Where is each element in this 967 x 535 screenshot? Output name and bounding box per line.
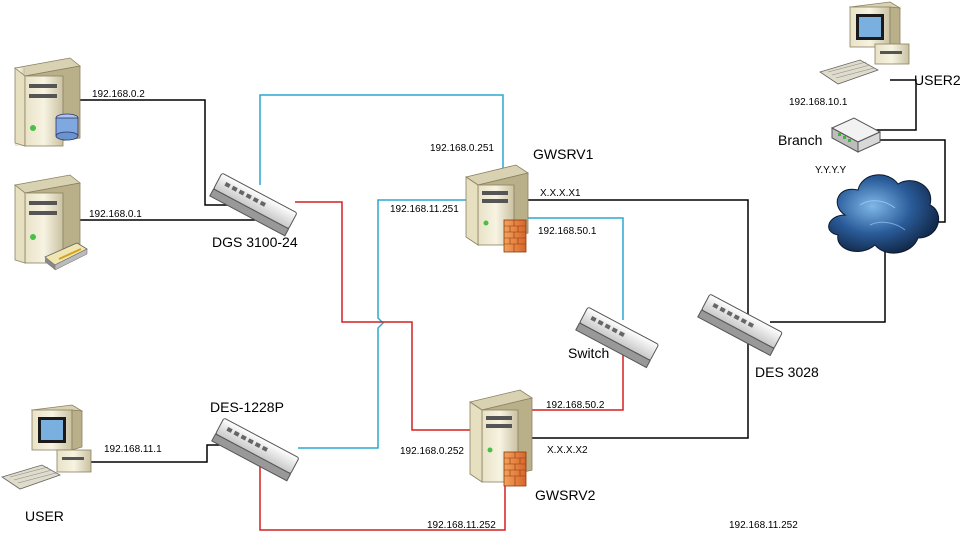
device-labels: DGS 3100-24 DES-1228P GWSRV1 GWSRV2 Swit… xyxy=(25,72,961,524)
links xyxy=(55,79,946,531)
workstation-icon[interactable] xyxy=(819,1,910,85)
print-server-icon[interactable] xyxy=(14,174,88,271)
ip-label: 192.168.0.252 xyxy=(400,446,464,457)
ip-label: 192.168.0.2 xyxy=(92,89,145,100)
link-des1228-gwsrv2 xyxy=(259,460,506,531)
link-dgs-gwsrv1 xyxy=(259,94,504,185)
ip-label: X.X.X.X1 xyxy=(540,188,581,199)
link-des3028-cloud xyxy=(770,252,886,323)
user2-label: USER2 xyxy=(914,72,961,88)
ip-label: 192.168.11.1 xyxy=(104,444,162,455)
link-branch-user2 xyxy=(855,79,917,131)
link-gwsrv2-des3028 xyxy=(520,340,749,439)
link-gwsrv1-switch xyxy=(505,217,624,320)
ip-label: X.X.X.X2 xyxy=(547,445,588,456)
firewall-server-icon[interactable] xyxy=(465,164,529,253)
ip-label: 192.168.11.252 xyxy=(427,520,496,531)
ip-labels: 192.168.0.2 192.168.0.1 192.168.0.251 19… xyxy=(89,89,848,531)
ip-label: 192.168.11.252 xyxy=(729,520,798,531)
des1228-label: DES-1228P xyxy=(210,399,284,415)
database-server-icon[interactable] xyxy=(14,57,81,147)
link-dgs-gwsrv2 xyxy=(295,201,478,431)
dgs-label: DGS 3100-24 xyxy=(212,234,298,250)
switch-icon[interactable] xyxy=(211,418,299,482)
internet-cloud-icon[interactable] xyxy=(828,174,939,254)
link-des1228-gwsrv1 xyxy=(298,199,470,449)
ip-label: 192.168.50.1 xyxy=(538,226,597,237)
workstation-icon[interactable] xyxy=(1,404,92,490)
switch-icon[interactable] xyxy=(575,307,659,369)
ip-label: Y.Y.Y.Y xyxy=(815,165,846,176)
link-gwsrv1-des3028 xyxy=(505,199,749,315)
link-db-server-dgs xyxy=(55,99,245,206)
ip-label: 192.168.0.1 xyxy=(89,209,142,220)
gwsrv2-label: GWSRV2 xyxy=(535,487,596,503)
link-switch-gwsrv2 xyxy=(520,350,624,411)
switch-label: Switch xyxy=(568,345,609,361)
ip-label: 192.168.10.1 xyxy=(789,97,848,108)
branch-label: Branch xyxy=(778,132,822,148)
switch-icon[interactable] xyxy=(209,173,297,237)
ip-label: 192.168.0.251 xyxy=(430,143,494,154)
gwsrv1-label: GWSRV1 xyxy=(533,146,594,162)
firewall-server-icon[interactable] xyxy=(469,389,533,487)
ip-label: 192.168.11.251 xyxy=(390,204,459,215)
router-icon[interactable] xyxy=(830,117,882,153)
switch-icon[interactable] xyxy=(697,294,783,357)
user-label: USER xyxy=(25,508,64,524)
ip-label: 192.168.50.2 xyxy=(546,400,605,411)
des3028-label: DES 3028 xyxy=(755,364,819,380)
